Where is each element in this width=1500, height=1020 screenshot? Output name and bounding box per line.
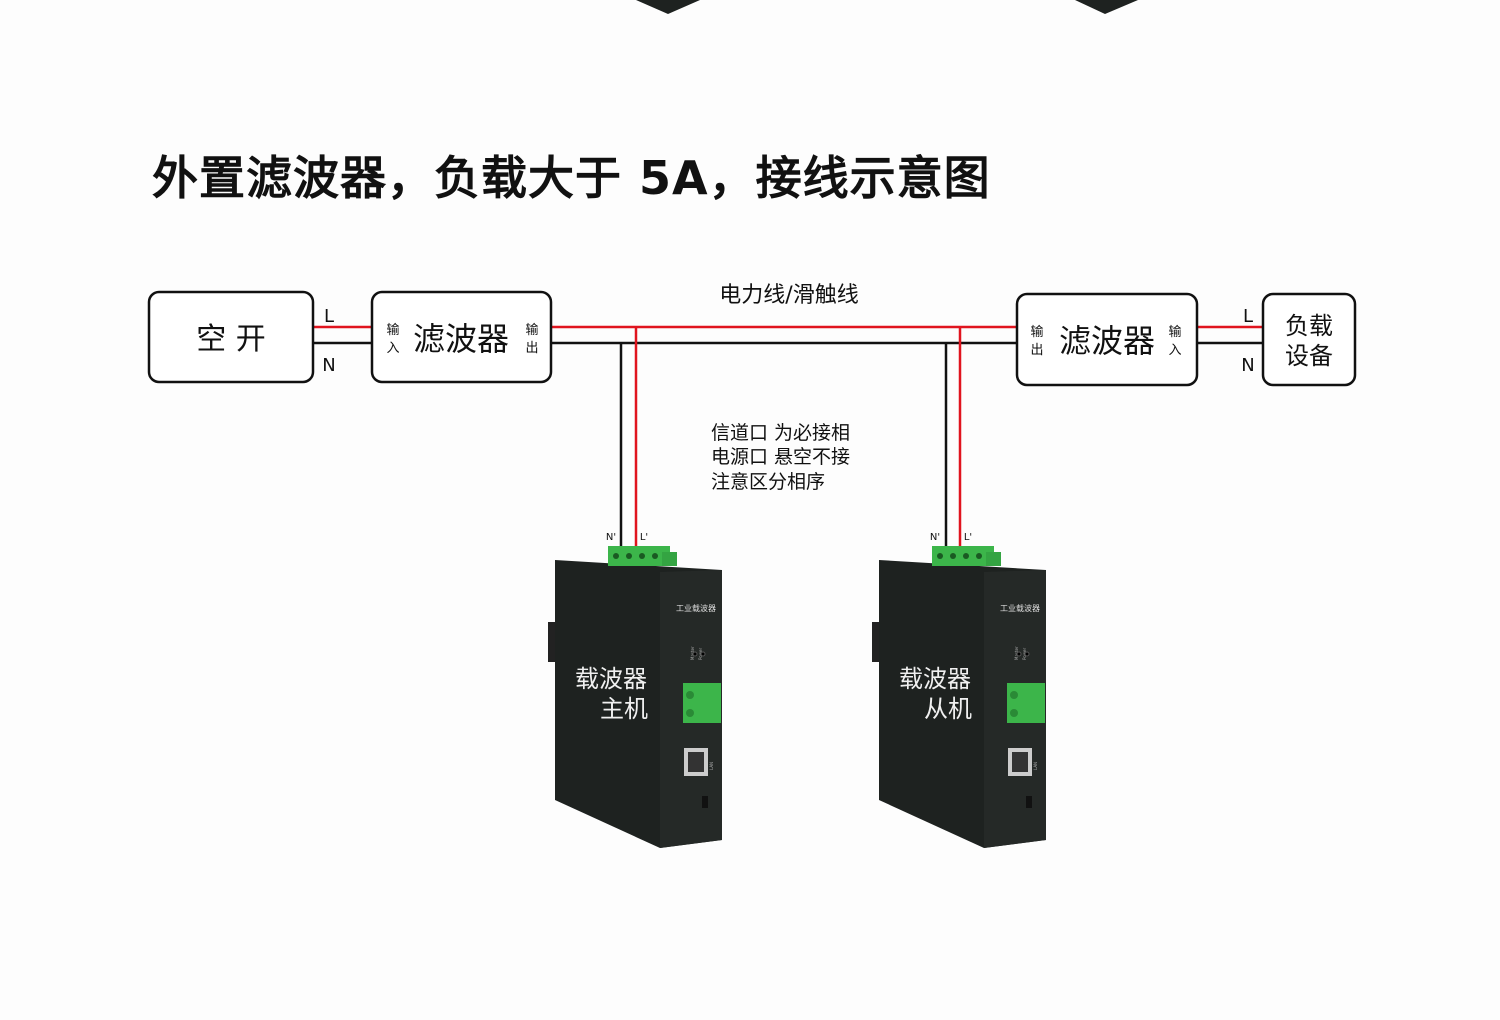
device-master-brand: 工业载波器 (676, 603, 716, 613)
device-slave-role: 从机 (924, 695, 972, 723)
filter-left-out-top: 输 (525, 322, 538, 338)
filter-right: 输 出 滤波器 输 入 (1015, 292, 1199, 387)
device-master: N' L' 工业载波器 Master Power LAN 载波器 主机 (548, 532, 722, 848)
filter-left-label: 滤波器 (413, 320, 509, 358)
device-master-n-label: N' (606, 532, 616, 543)
filter-left-in-top: 输 (386, 322, 399, 338)
lan-label: LAN (1033, 762, 1038, 770)
note-1: 信道口 为必接相 (711, 422, 850, 444)
wires (313, 325, 1263, 548)
power-line-label: 电力线/滑触线 (719, 283, 858, 308)
filter-right-in-top: 输 (1168, 324, 1181, 340)
note-2: 电源口 悬空不接 (711, 446, 850, 468)
filter-left: 输 入 滤波器 输 出 (370, 290, 553, 384)
device-slave-n-label: N' (930, 532, 940, 543)
load-box: 负载 设备 (1261, 292, 1357, 387)
terminal-power (683, 683, 721, 723)
load-label-2: 设备 (1285, 342, 1333, 370)
led-power-label: Power (698, 648, 703, 660)
filter-left-out-bottom: 出 (525, 341, 538, 356)
load-label-1: 负载 (1285, 312, 1333, 340)
right-n-label: N (1241, 355, 1254, 376)
device-partial-top-right (1075, 0, 1138, 14)
device-slave-name: 载波器 (899, 665, 971, 693)
breaker-label: 空 开 (196, 322, 266, 357)
device-partial-top-left (636, 0, 700, 14)
device-slave-l-label: L' (964, 532, 972, 543)
filter-right-out-top: 输 (1030, 324, 1043, 340)
note-3: 注意区分相序 (711, 471, 825, 493)
device-master-role: 主机 (600, 695, 648, 723)
led-master-label: Master (690, 646, 695, 660)
led-power-label: Power (1022, 648, 1027, 660)
lan-label: LAN (709, 762, 714, 770)
page-title: 外置滤波器，负载大于 5A，接线示意图 (152, 151, 991, 205)
breaker-box: 空 开 (147, 290, 315, 384)
device-master-l-label: L' (640, 532, 648, 543)
notes: 信道口 为必接相 电源口 悬空不接 注意区分相序 (711, 422, 850, 493)
left-l-label: L (324, 306, 334, 327)
left-n-label: N (322, 355, 335, 376)
device-slave-brand: 工业载波器 (1000, 603, 1040, 613)
terminal-power (1007, 683, 1045, 723)
device-slave: N' L' 工业载波器 Master Power LAN 载波器 从机 (872, 532, 1046, 848)
filter-left-in-bottom: 入 (386, 341, 399, 356)
filter-right-label: 滤波器 (1059, 322, 1155, 360)
filter-right-out-bottom: 出 (1030, 343, 1043, 358)
filter-right-in-bottom: 入 (1168, 343, 1181, 358)
right-l-label: L (1243, 306, 1253, 327)
device-master-name: 载波器 (575, 665, 647, 693)
led-master-label: Master (1014, 646, 1019, 660)
